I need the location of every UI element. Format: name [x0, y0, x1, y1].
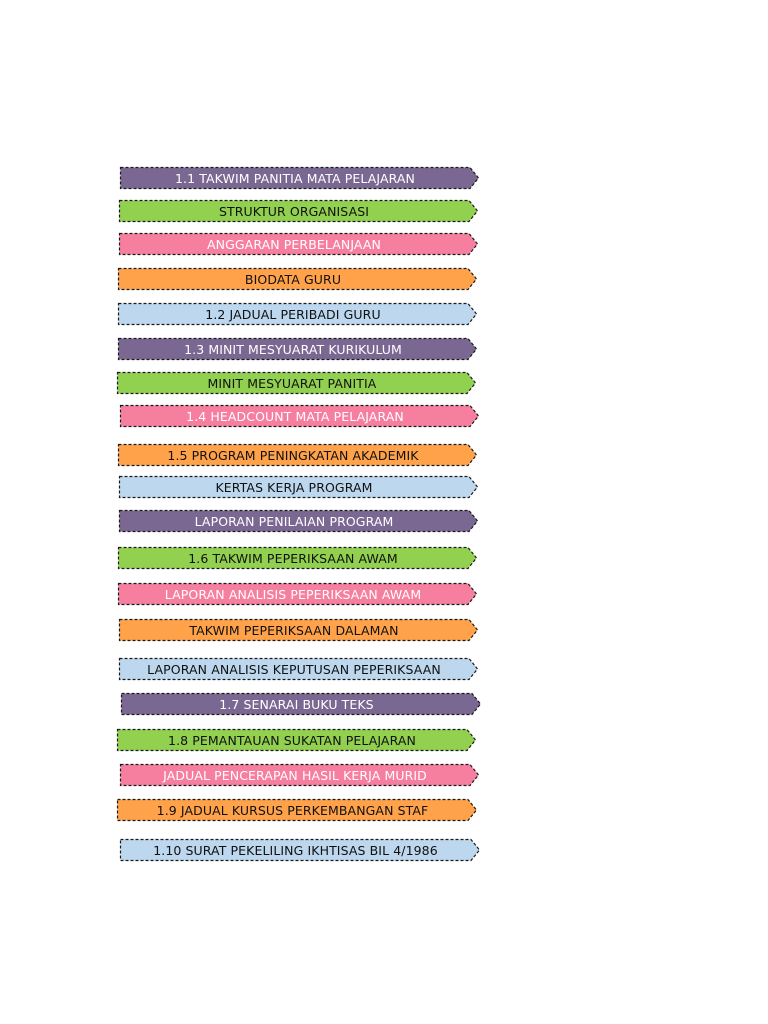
- tab-shape: [117, 582, 478, 606]
- list-item: 1.3 MINIT MESYUARAT KURIKULUM: [117, 337, 478, 362]
- tab-shape: [118, 618, 479, 642]
- tab-label: LAPORAN ANALISIS PEPERIKSAAN AWAM: [164, 586, 422, 602]
- tab-label: KERTAS KERJA PROGRAM: [215, 479, 373, 495]
- tab-label: LAPORAN ANALISIS KEPUTUSAN PEPERIKSAAN: [147, 661, 441, 677]
- list-item: MINIT MESYUARAT PANITIA: [116, 371, 477, 396]
- tab-shape: [117, 443, 478, 467]
- tab-label: 1.10 SURAT PEKELILING IKHTISAS BIL 4/198…: [153, 842, 438, 858]
- tab-shape: [120, 692, 482, 716]
- tab-label: STRUKTUR ORGANISASI: [218, 203, 370, 219]
- list-item: BIODATA GURU: [117, 267, 478, 292]
- tab-shape: [116, 798, 478, 822]
- list-item: 1.9 JADUAL KURSUS PERKEMBANGAN STAF: [116, 798, 478, 823]
- list-item: 1.8 PEMANTAUAN SUKATAN PELAJARAN: [116, 728, 477, 753]
- tab-shape: [117, 546, 478, 570]
- tab-label: 1.7 SENARAI BUKU TEKS: [219, 696, 374, 712]
- tab-shape: [116, 728, 477, 752]
- list-item: 1.7 SENARAI BUKU TEKS: [120, 692, 482, 717]
- tab-shape: [118, 657, 479, 681]
- list-item: 1.6 TAKWIM PEPERIKSAAN AWAM: [117, 546, 478, 571]
- tab-shape: [119, 763, 480, 787]
- tab-label: 1.8 PEMANTAUAN SUKATAN PELAJARAN: [168, 732, 416, 748]
- tab-shape: [119, 838, 481, 862]
- list-item: 1.1 TAKWIM PANITIA MATA PELAJARAN: [119, 166, 480, 191]
- tab-shape: [119, 166, 480, 190]
- list-item: TAKWIM PEPERIKSAAN DALAMAN: [118, 618, 479, 643]
- tab-label: 1.2 JADUAL PERIBADI GURU: [205, 306, 381, 322]
- tab-shape: [117, 337, 478, 361]
- list-item: 1.2 JADUAL PERIBADI GURU: [117, 302, 478, 327]
- list-item: 1.5 PROGRAM PENINGKATAN AKADEMIK: [117, 443, 478, 468]
- tab-shape: [117, 267, 478, 291]
- tab-shape: [116, 371, 477, 395]
- tab-label: LAPORAN PENILAIAN PROGRAM: [194, 513, 394, 529]
- tab-label: 1.9 JADUAL KURSUS PERKEMBANGAN STAF: [156, 802, 429, 818]
- list-item: 1.10 SURAT PEKELILING IKHTISAS BIL 4/198…: [119, 838, 481, 863]
- tab-label: 1.6 TAKWIM PEPERIKSAAN AWAM: [188, 550, 398, 566]
- list-item: JADUAL PENCERAPAN HASIL KERJA MURID: [119, 763, 480, 788]
- tab-shape: [118, 232, 479, 256]
- tab-shape: [118, 199, 479, 223]
- tab-label: BIODATA GURU: [244, 271, 342, 287]
- tab-label: 1.5 PROGRAM PENINGKATAN AKADEMIK: [167, 447, 419, 463]
- tab-label: 1.1 TAKWIM PANITIA MATA PELAJARAN: [175, 170, 415, 186]
- tab-label: JADUAL PENCERAPAN HASIL KERJA MURID: [163, 767, 427, 783]
- tab-label: MINIT MESYUARAT PANITIA: [207, 375, 377, 391]
- list-item: ANGGARAN PERBELANJAAN: [118, 232, 479, 257]
- tab-label: TAKWIM PEPERIKSAAN DALAMAN: [189, 622, 399, 638]
- tab-label: 1.4 HEADCOUNT MATA PELAJARAN: [186, 408, 404, 424]
- list-item: STRUKTUR ORGANISASI: [118, 199, 479, 224]
- tab-shape: [119, 404, 480, 428]
- tab-shape: [118, 475, 479, 499]
- tab-label: ANGGARAN PERBELANJAAN: [207, 236, 381, 252]
- list-item: KERTAS KERJA PROGRAM: [118, 475, 479, 500]
- list-item: 1.4 HEADCOUNT MATA PELAJARAN: [119, 404, 480, 429]
- list-item: LAPORAN PENILAIAN PROGRAM: [118, 509, 479, 534]
- list-item: LAPORAN ANALISIS KEPUTUSAN PEPERIKSAAN: [118, 657, 479, 682]
- tab-label: 1.3 MINIT MESYUARAT KURIKULUM: [184, 341, 402, 357]
- tab-shape: [117, 302, 478, 326]
- list-item: LAPORAN ANALISIS PEPERIKSAAN AWAM: [117, 582, 478, 607]
- tab-shape: [118, 509, 479, 533]
